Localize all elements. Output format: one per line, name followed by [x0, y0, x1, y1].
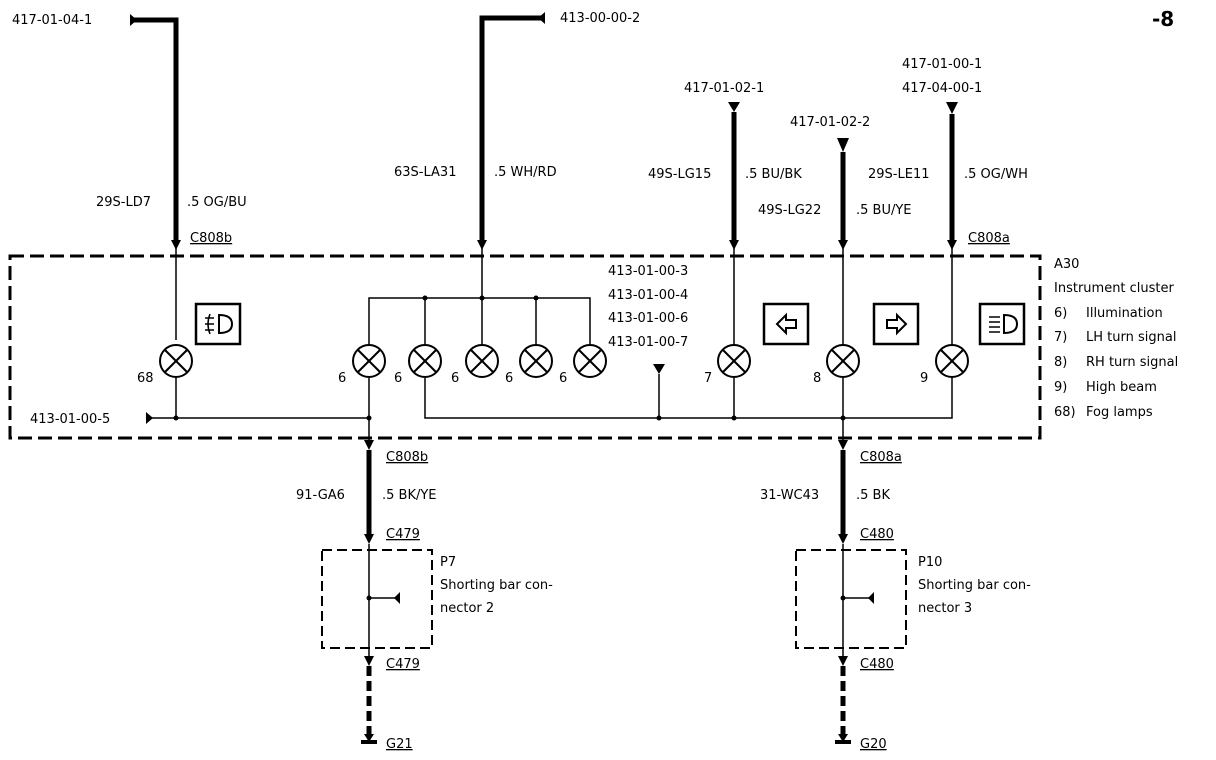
shorting-bar-desc: Shorting bar con-: [440, 578, 553, 593]
lamp-lh-turn-icon: [717, 344, 751, 378]
lamp-label: 6: [451, 371, 459, 386]
connector-label: C808b: [386, 450, 428, 465]
legend-number: 8): [1054, 355, 1067, 370]
lamp-label: 7: [704, 371, 712, 386]
wire-ground-left: [361, 418, 377, 744]
lamp-illumination-icon: [519, 344, 553, 378]
wire-circuit-label: 49S-LG22: [758, 203, 821, 218]
ref-417-04-00-1: 417-04-00-1: [902, 81, 982, 96]
legend-number: 68): [1054, 405, 1076, 420]
lamp-label: 6: [338, 371, 346, 386]
wire-circuit-label: 49S-LG15: [648, 167, 711, 182]
legend-text: LH turn signal: [1086, 330, 1176, 345]
wire-circuit-label: 91-GA6: [296, 488, 345, 503]
lamp-high-beam-icon: [935, 344, 969, 378]
shorting-bar-desc: nector 3: [918, 601, 972, 616]
ref-413-00-00-2: 413-00-00-2: [560, 11, 640, 26]
wire-rh-turn: [837, 138, 849, 346]
legend-text: RH turn signal: [1086, 355, 1178, 370]
page-number: -8: [1152, 7, 1174, 31]
lamp-label: 6: [559, 371, 567, 386]
wire-spec-label: .5 BK/YE: [382, 488, 437, 503]
connector-label: C480: [860, 657, 894, 672]
wire-high-beam: [946, 102, 958, 346]
module-id: A30: [1054, 257, 1079, 272]
wire-circuit-label: 29S-LE11: [868, 167, 929, 182]
shorting-bar-id: P10: [918, 555, 942, 570]
ref-417-01-02-1: 417-01-02-1: [684, 81, 764, 96]
ref-413-01-00-3: 413-01-00-3: [608, 264, 688, 279]
ref-417-01-00-1: 417-01-00-1: [902, 57, 982, 72]
legend-number: 7): [1054, 330, 1067, 345]
wire-spec-label: .5 BK: [856, 488, 890, 503]
wire-spec-label: .5 BU/YE: [856, 203, 912, 218]
lamp-illumination-icon: [408, 344, 442, 378]
legend-text: Fog lamps: [1086, 405, 1153, 420]
lamp-label: 9: [920, 371, 928, 386]
legend-number: 9): [1054, 380, 1067, 395]
ref-413-01-00-7: 413-01-00-7: [608, 335, 688, 350]
shorting-bar-p10: [795, 549, 907, 649]
wire-spec-label: .5 BU/BK: [745, 167, 802, 182]
wire-circuit-label: 29S-LD7: [96, 195, 151, 210]
lamp-illumination-icon: [352, 344, 386, 378]
ref-417-01-04-1: 417-01-04-1: [12, 13, 92, 28]
high-beam-symbol-icon: [978, 302, 1026, 346]
ground-label: G20: [860, 737, 887, 752]
legend-number: 6): [1054, 306, 1067, 321]
wire-circuit-label: 31-WC43: [760, 488, 819, 503]
shorting-bar-desc: nector 2: [440, 601, 494, 616]
lamp-rh-turn-icon: [826, 344, 860, 378]
wire-illumination: [477, 12, 545, 298]
wire-circuit-label: 63S-LA31: [394, 165, 456, 180]
ref-417-01-02-2: 417-01-02-2: [790, 115, 870, 130]
connector-label: C808a: [860, 450, 902, 465]
connector-label: C479: [386, 527, 420, 542]
connector-label: C808a: [968, 231, 1010, 246]
module-name: Instrument cluster: [1054, 281, 1175, 296]
connector-label: C480: [860, 527, 894, 542]
right-arrow-symbol-icon: [872, 302, 920, 346]
ref-413-01-00-5: 413-01-00-5: [30, 412, 110, 427]
legend-text: Illumination: [1086, 306, 1163, 321]
wire-spec-label: .5 OG/WH: [964, 167, 1028, 182]
ref-413-01-00-4: 413-01-00-4: [608, 288, 688, 303]
instrument-cluster-boundary: [8, 254, 1042, 440]
legend-text: High beam: [1086, 380, 1157, 395]
lamp-label: 6: [394, 371, 402, 386]
wire-fog-lamp: [130, 14, 181, 340]
lamp-fog-icon: [159, 344, 193, 378]
connector-label: C808b: [190, 231, 232, 246]
shorting-bar-p7: [321, 549, 433, 649]
ground-label: G21: [386, 737, 413, 752]
wire-spec-label: .5 WH/RD: [494, 165, 557, 180]
left-arrow-symbol-icon: [762, 302, 810, 346]
lamp-illumination-icon: [573, 344, 607, 378]
shorting-bar-desc: Shorting bar con-: [918, 578, 1031, 593]
lamp-label: 8: [813, 371, 821, 386]
connector-label: C479: [386, 657, 420, 672]
fog-lamp-symbol-icon: [194, 302, 242, 346]
shorting-bar-id: P7: [440, 555, 456, 570]
lamp-label: 6: [505, 371, 513, 386]
lamp-label: 68: [137, 371, 154, 386]
wire-ground-right: [835, 418, 851, 744]
module-legend: 6) Illumination 7) LH turn signal 8) RH …: [1054, 306, 1178, 420]
ref-413-01-00-6: 413-01-00-6: [608, 311, 688, 326]
lamp-illumination-icon: [465, 344, 499, 378]
wire-lh-turn: [728, 102, 740, 346]
wire-spec-label: .5 OG/BU: [187, 195, 247, 210]
